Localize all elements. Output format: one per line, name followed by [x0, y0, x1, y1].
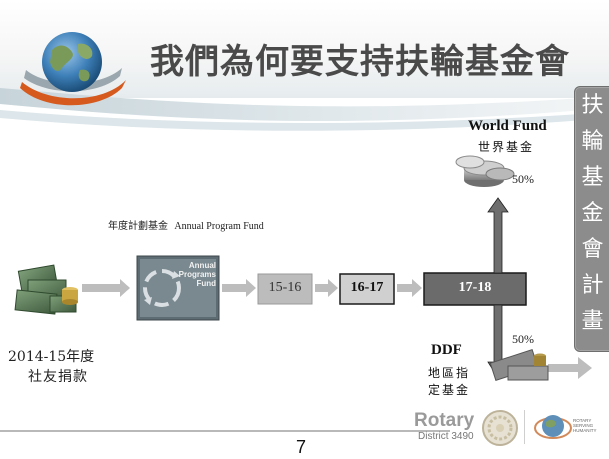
annual-fund-logo-line: Annual [188, 261, 216, 270]
annual-fund-logo-line: Programs [178, 270, 216, 279]
flow-box-16-17 [339, 273, 395, 305]
side-char: 基 [581, 165, 604, 190]
rotary-wheel-icon [482, 410, 518, 446]
world-fund-percent: 50% [512, 172, 534, 186]
footer-separator [524, 410, 525, 444]
donation-label-year: 2014-15年度 [8, 349, 95, 365]
coin-stack-icon [455, 155, 515, 187]
rotary-globe-icon [534, 415, 572, 439]
side-char: 計 [581, 273, 604, 298]
rotary-serving-text: ROTARY SERVING HUMANITY [573, 418, 597, 433]
rotary-district: District 3490 [418, 431, 474, 442]
donation-label-text: 社友捐款 [28, 369, 88, 385]
flow-box-17-18-label: 17-18 [458, 280, 492, 295]
rotary-wordmark: Rotary [414, 410, 475, 431]
arrow-right [548, 357, 592, 379]
world-fund-subtitle: 世界基金 [478, 140, 535, 154]
page-title: 我們為何要支持扶輪基金會 [150, 42, 570, 82]
arrow-right [397, 279, 422, 297]
page-number: 7 [296, 437, 307, 457]
annual-fund-logo-line: Fund [196, 279, 216, 288]
header-swoosh [0, 88, 609, 131]
flow-box-15-16-label: 15-16 [268, 280, 302, 295]
globe-logo [20, 32, 126, 106]
money-pile-icon [14, 264, 78, 315]
side-char: 輪 [581, 129, 604, 154]
arrow-right [315, 279, 338, 297]
annual-programs-fund-logo [136, 255, 220, 321]
flow-box-17-18 [423, 272, 527, 306]
world-fund-title: World Fund [468, 118, 547, 134]
cash-coins-icon [489, 349, 549, 381]
ddf-subtitle-line1: 地區指 [428, 366, 471, 380]
side-char: 扶 [581, 93, 604, 118]
arrow-right [222, 279, 256, 297]
annual-fund-label-zh: 年度計劃基金 [108, 221, 168, 232]
annual-fund-label-en: Annual Program Fund [174, 221, 264, 232]
flow-box-15-16 [257, 273, 313, 305]
ddf-title: DDF [431, 342, 462, 358]
flow-diagram [14, 155, 592, 381]
side-char: 會 [581, 237, 604, 262]
arrow-right [82, 279, 130, 297]
arrow-up [487, 197, 509, 274]
side-char: 畫 [581, 309, 604, 334]
annual-fund-label: 年度計劃基金 Annual Program Fund [108, 217, 264, 232]
side-char: 金 [581, 201, 604, 226]
side-panel: 扶 輪 基 金 會 計 畫 [574, 86, 609, 352]
ddf-subtitle-line2: 定基金 [428, 383, 471, 397]
flow-box-16-17-label: 16-17 [350, 280, 384, 295]
footer-divider [0, 430, 450, 432]
ddf-percent: 50% [512, 332, 534, 346]
annual-fund-logo-text: Annual Programs Fund [176, 261, 216, 288]
